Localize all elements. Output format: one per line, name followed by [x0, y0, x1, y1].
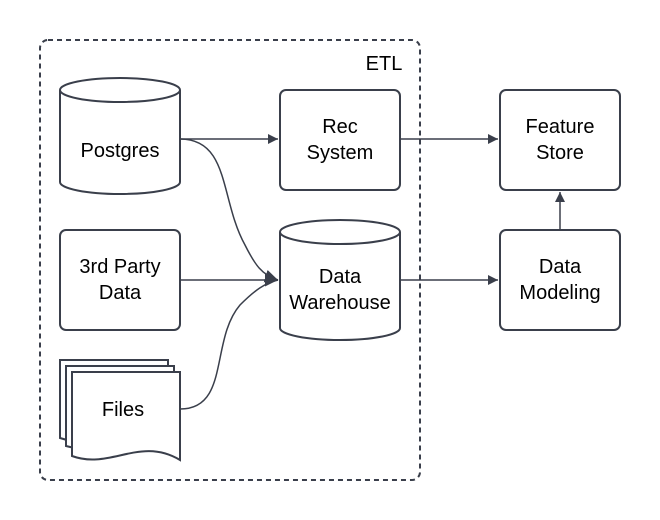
node-rec-system: Rec System — [279, 89, 401, 191]
etl-group: ETL — [39, 39, 421, 481]
postgres-cylinder-top — [59, 77, 181, 103]
feature-store-label-line2: Store — [536, 142, 584, 164]
node-third-party-data: 3rd Party Data — [59, 229, 181, 331]
node-feature-store: Feature Store — [499, 89, 621, 191]
data-warehouse-label-line2: Warehouse — [289, 292, 391, 314]
edge-postgres-to-data-warehouse — [179, 138, 279, 283]
files-doc-front — [71, 371, 181, 462]
postgres-cylinder-body — [59, 90, 181, 195]
etl-label: ETL — [366, 53, 403, 75]
rec-system-box — [279, 89, 401, 191]
data-warehouse-label-line1: Data — [319, 266, 362, 288]
data-warehouse-cylinder-body — [279, 232, 401, 341]
connectors — [179, 134, 565, 410]
rec-system-label-line1: Rec — [322, 116, 358, 138]
data-modeling-label-line2: Modeling — [519, 282, 600, 304]
data-modeling-label-line1: Data — [539, 256, 582, 278]
feature-store-box — [499, 89, 621, 191]
third-party-box — [59, 229, 181, 331]
etl-group-border — [39, 39, 421, 481]
postgres-label: Postgres — [81, 140, 160, 162]
data-modeling-box — [499, 229, 621, 331]
node-data-modeling: Data Modeling — [499, 229, 621, 331]
rec-system-label-line2: System — [307, 142, 374, 164]
files-label: Files — [102, 399, 144, 421]
node-files: Files — [59, 359, 181, 462]
node-data-warehouse: Data Warehouse — [279, 219, 401, 341]
edge-files-to-data-warehouse — [179, 279, 279, 410]
data-warehouse-cylinder-top — [279, 219, 401, 245]
node-postgres: Postgres — [59, 77, 181, 195]
third-party-label-line2: Data — [99, 282, 142, 304]
feature-store-label-line1: Feature — [526, 116, 595, 138]
third-party-label-line1: 3rd Party — [79, 256, 160, 278]
